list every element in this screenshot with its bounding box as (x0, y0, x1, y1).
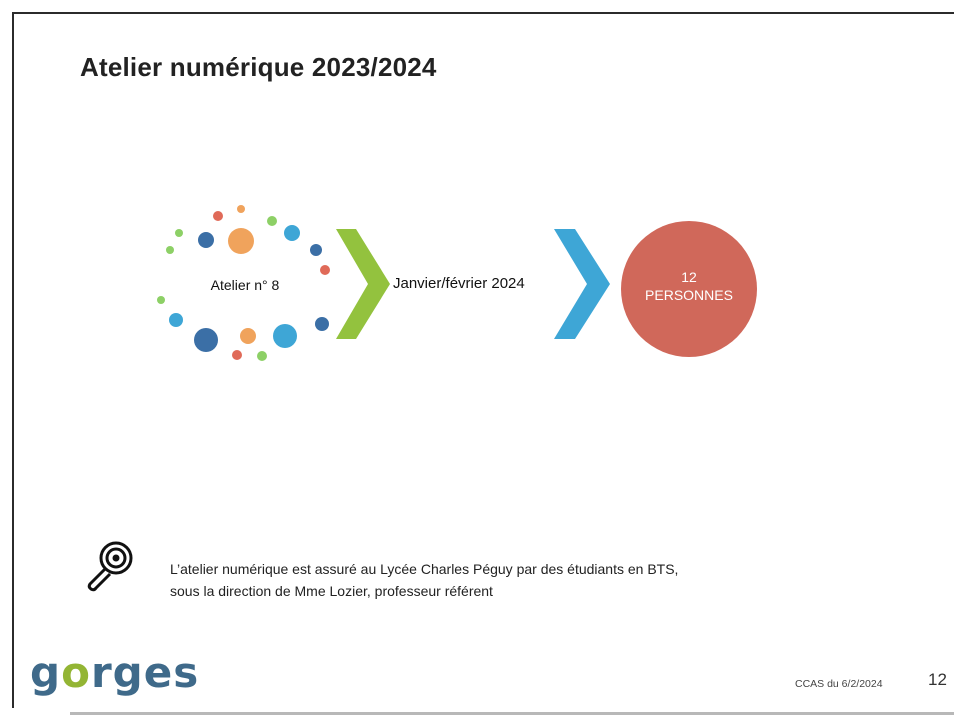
dot (315, 317, 329, 331)
blue-chevron-icon (554, 229, 610, 339)
logo-part-3: rges (90, 648, 200, 697)
dot (273, 324, 297, 348)
dot (175, 229, 183, 237)
dot (194, 328, 218, 352)
participants-unit: PERSONNES (645, 287, 733, 303)
slide-frame (12, 12, 954, 708)
dot-ring (157, 205, 330, 361)
footnote: L’atelier numérique est assuré au Lycée … (170, 558, 810, 602)
dot (198, 232, 214, 248)
footer-meeting: CCAS du 6/2/2024 (795, 678, 883, 690)
dot (320, 265, 330, 275)
dot (237, 205, 245, 213)
dot (228, 228, 254, 254)
page-title: Atelier numérique 2023/2024 (80, 52, 437, 82)
workshop-label: Atelier n° 8 (210, 277, 280, 293)
dot (232, 350, 242, 360)
footnote-line-1: L’atelier numérique est assuré au Lycée … (170, 561, 679, 577)
dot (257, 351, 267, 361)
period-label: Janvier/février 2024 (393, 275, 525, 292)
dot (166, 246, 174, 254)
dot (169, 313, 183, 327)
magnifier-icon (87, 541, 133, 592)
logo-part-2: o (61, 648, 91, 697)
gorges-logo: gorges (30, 652, 199, 694)
footnote-line-2: sous la direction de Mme Lozier, profess… (170, 583, 493, 599)
page-number: 12 (928, 670, 947, 689)
dot (267, 216, 277, 226)
green-chevron-icon (336, 229, 390, 339)
dot (240, 328, 256, 344)
participants-count: 12 (681, 269, 697, 285)
dot (284, 225, 300, 241)
dot (213, 211, 223, 221)
logo-part-1: g (30, 648, 62, 697)
dot (157, 296, 165, 304)
dot (310, 244, 322, 256)
participants-circle: 12 PERSONNES (621, 221, 757, 357)
bottom-rule (70, 712, 954, 715)
